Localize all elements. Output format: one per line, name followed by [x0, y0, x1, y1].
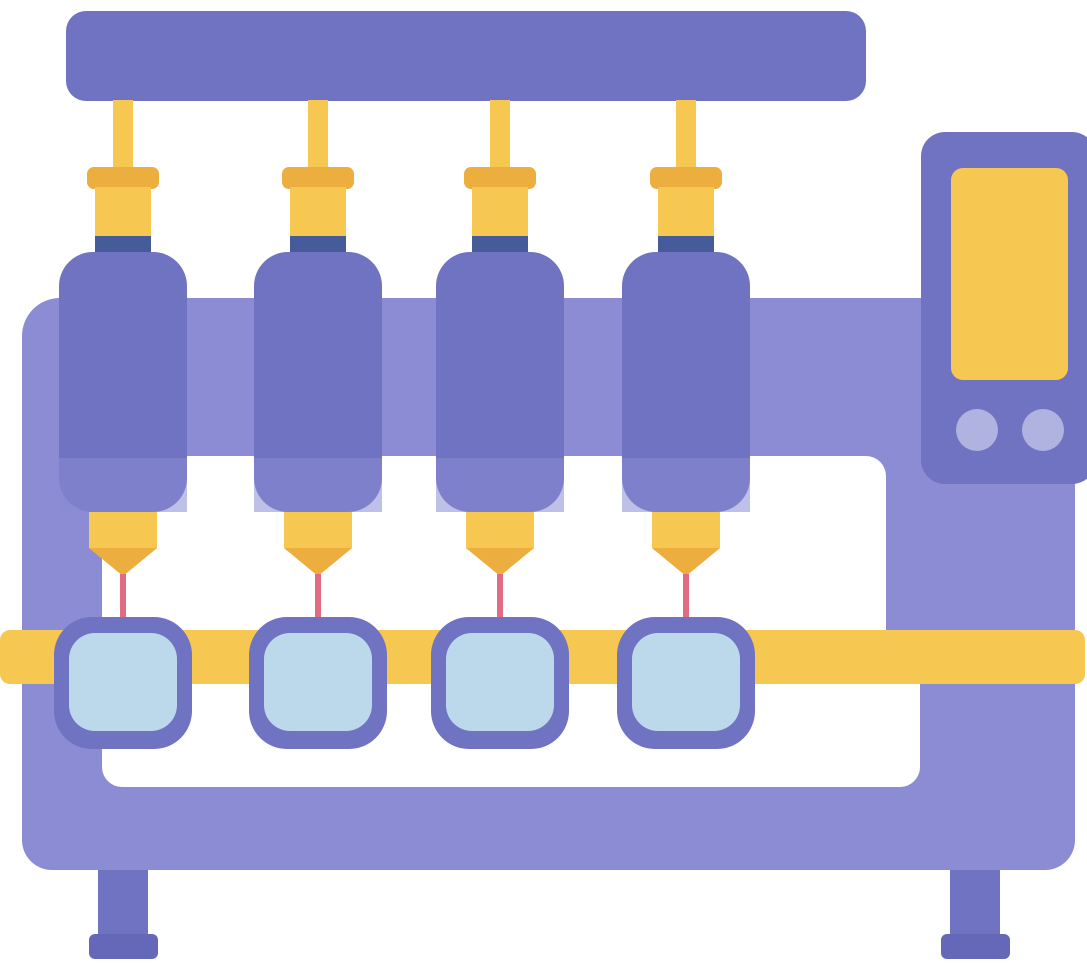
head-connector — [658, 187, 714, 239]
head-body-shade — [436, 458, 564, 512]
feed-pipe — [113, 100, 133, 172]
container-liquid — [632, 633, 740, 731]
container — [617, 617, 755, 749]
left-leg — [98, 860, 148, 942]
head-body — [254, 252, 382, 512]
container — [249, 617, 387, 749]
head-band — [95, 236, 151, 253]
feed-pipe — [490, 100, 510, 172]
head-body-shade — [254, 458, 382, 512]
fluid-stream — [120, 574, 126, 622]
head-body-shade — [59, 458, 187, 512]
pipe-collar — [87, 167, 159, 189]
control-button-right — [1022, 409, 1064, 451]
fluid-stream — [315, 574, 321, 622]
filling-head — [436, 100, 564, 622]
control-panel — [921, 132, 1087, 484]
machine-legs — [89, 860, 1010, 959]
head-band — [290, 236, 346, 253]
container — [54, 617, 192, 749]
head-connector — [95, 187, 151, 239]
nozzle-tip — [466, 548, 534, 576]
container-liquid — [264, 633, 372, 731]
nozzle-tip — [652, 548, 720, 576]
filling-head — [59, 100, 187, 622]
control-button-left — [956, 409, 998, 451]
head-connector — [472, 187, 528, 239]
filling-head — [254, 100, 382, 622]
nozzle-tip — [89, 548, 157, 576]
container-liquid — [446, 633, 554, 731]
feed-pipe — [308, 100, 328, 172]
filling-head — [622, 100, 750, 622]
head-body-shade — [622, 458, 750, 512]
head-connector — [290, 187, 346, 239]
head-body — [59, 252, 187, 512]
right-foot — [941, 934, 1010, 959]
containers — [54, 617, 755, 749]
fluid-stream — [497, 574, 503, 622]
container-liquid — [69, 633, 177, 731]
pipe-collar — [464, 167, 536, 189]
top-beam — [66, 11, 866, 101]
head-body — [622, 252, 750, 512]
nozzle-tip — [284, 548, 352, 576]
filling-heads — [59, 100, 750, 622]
control-panel-screen — [951, 168, 1068, 380]
feed-pipe — [676, 100, 696, 172]
pipe-collar — [650, 167, 722, 189]
head-band — [658, 236, 714, 253]
head-body — [436, 252, 564, 512]
pipe-collar — [282, 167, 354, 189]
container — [431, 617, 569, 749]
head-band — [472, 236, 528, 253]
left-foot — [89, 934, 158, 959]
right-leg — [950, 860, 1000, 942]
fluid-stream — [683, 574, 689, 622]
